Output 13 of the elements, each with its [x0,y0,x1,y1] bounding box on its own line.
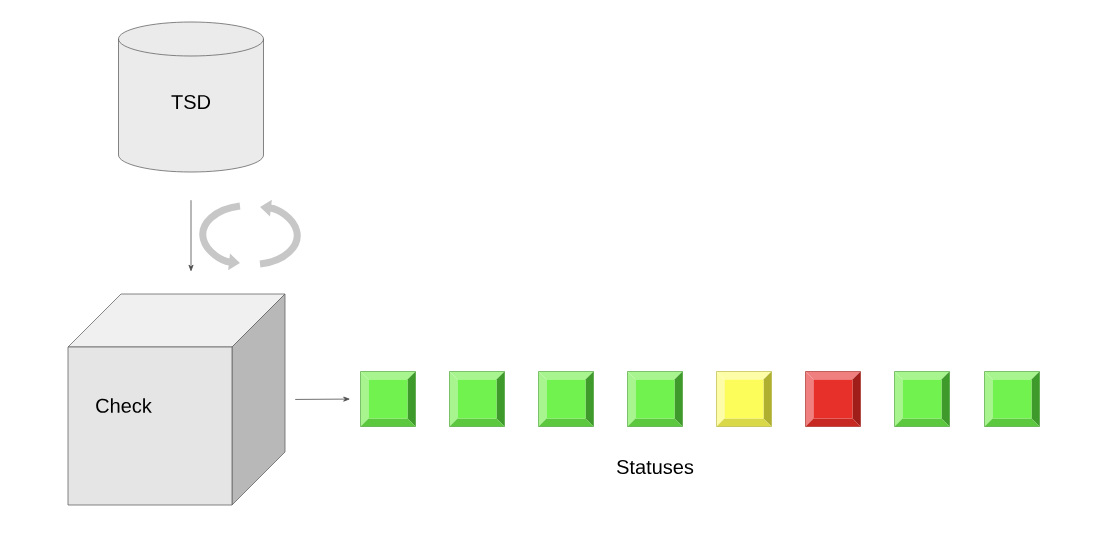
status-square [716,371,772,427]
status-square [449,371,505,427]
arrow [188,199,194,272]
database-cylinder: TSD [118,21,264,173]
arrow [294,396,350,402]
cube: Check [67,293,286,506]
status-square [360,371,416,427]
caption-label: Statuses [617,459,694,475]
status-square [627,371,683,427]
status-square [894,371,950,427]
status-square [984,371,1040,427]
status-square [538,371,594,427]
status-square [805,371,861,427]
